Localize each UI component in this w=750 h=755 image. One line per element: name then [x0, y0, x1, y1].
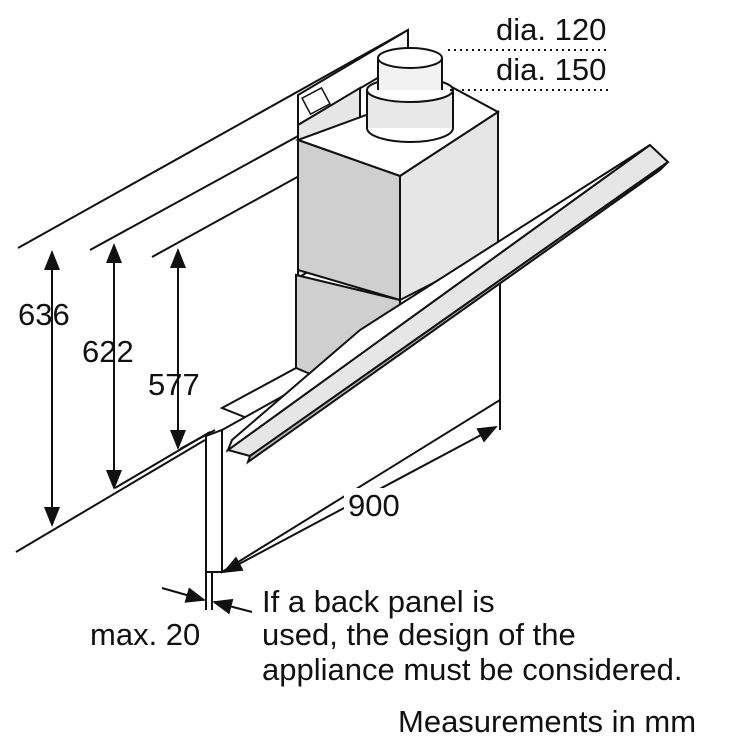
outlet-collar	[366, 47, 454, 143]
height-636-label: 636	[18, 297, 70, 332]
height-577-label: 577	[148, 367, 200, 402]
width-900-label: 900	[348, 488, 400, 523]
measurements-footer: Measurements in mm	[398, 704, 696, 739]
dia-150-label: dia. 150	[496, 52, 606, 87]
note-line-2: used, the design of the	[262, 617, 576, 652]
diameter-leaders	[448, 49, 610, 91]
arrow-max-right	[212, 598, 253, 615]
note-line-3: appliance must be considered.	[262, 652, 682, 687]
arrow-max-left	[161, 587, 206, 603]
dia-120-label: dia. 120	[496, 12, 606, 47]
width-label-bg	[344, 488, 414, 522]
height-622-label: 622	[82, 334, 134, 369]
note-line-1: If a back panel is	[262, 584, 495, 619]
max-gap-label: max. 20	[90, 617, 200, 652]
